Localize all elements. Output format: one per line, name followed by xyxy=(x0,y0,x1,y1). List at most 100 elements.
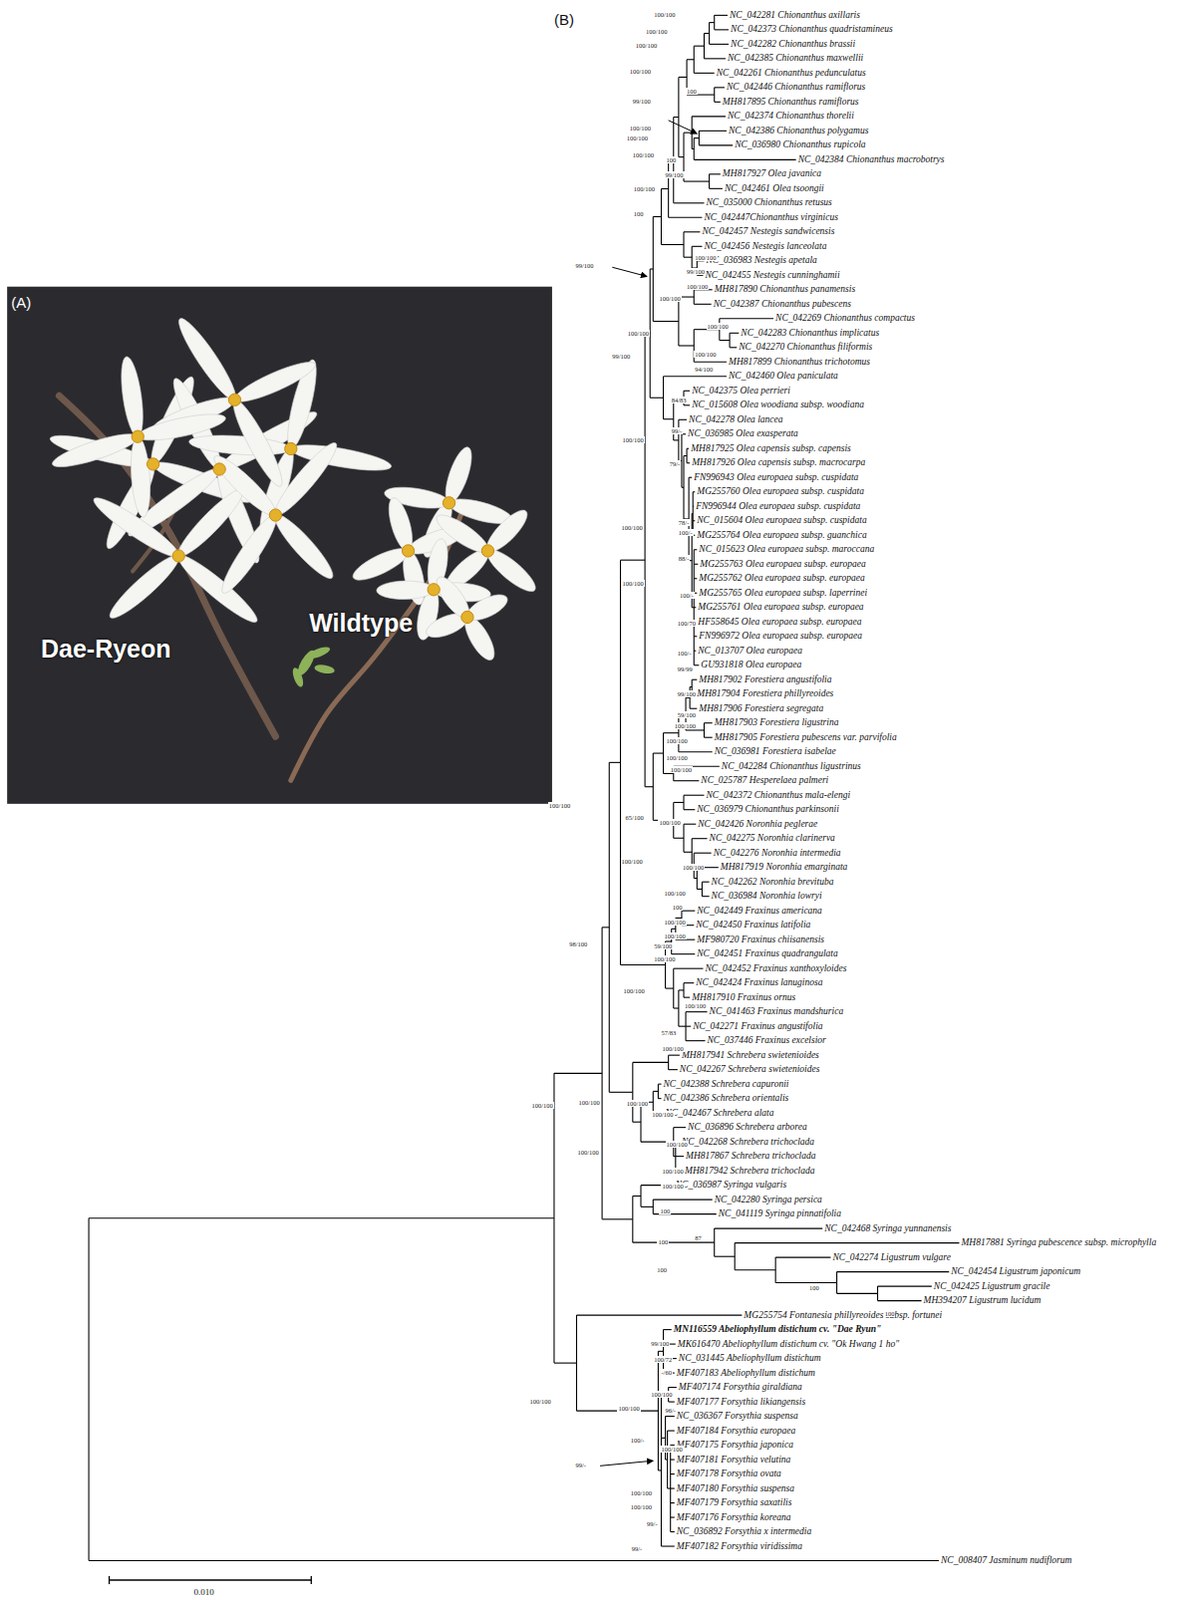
taxon-label: NC_042446 Chionanthus ramiflorus xyxy=(726,81,866,93)
taxon-label: NC_042284 Chionanthus ligustrinus xyxy=(721,761,862,773)
taxon-label: NC_042274 Ligustrum vulgare xyxy=(832,1252,950,1264)
tree xyxy=(88,14,959,1561)
flower-center xyxy=(285,442,298,455)
branch xyxy=(673,1127,686,1129)
taxon-label: NC_042269 Chionanthus compactus xyxy=(775,312,915,324)
taxon-label: NC_041119 Syringa pinnatifolia xyxy=(718,1208,842,1220)
branch xyxy=(673,968,704,970)
scale-bar xyxy=(310,1576,312,1585)
branch xyxy=(683,852,692,854)
taxon-label: NC_042282 Chionanthus brassii xyxy=(730,38,856,50)
branch xyxy=(576,1315,742,1317)
support-value: 100/100 xyxy=(649,1391,673,1399)
taxon-label: MF407174 Forsythia giraldiana xyxy=(678,1382,803,1394)
petal xyxy=(440,444,478,507)
branch xyxy=(678,76,687,78)
flower-center xyxy=(461,610,474,623)
branch xyxy=(663,375,727,377)
taxon-label: NC_042278 Olea lancea xyxy=(688,414,783,426)
branch xyxy=(667,1431,675,1433)
taxon-label: NC_042280 Syringa persica xyxy=(714,1195,823,1206)
support-value: 99/- xyxy=(670,427,683,435)
support-value: 100/100 xyxy=(576,1149,599,1157)
support-value: 65/100 xyxy=(624,814,645,822)
support-value: 100/100 xyxy=(657,819,681,827)
taxon-label: NC_042457 Nestegis sandwicensis xyxy=(701,226,835,238)
support-value: 100 xyxy=(884,1310,897,1318)
support-value: 100/100 xyxy=(665,754,689,762)
branch xyxy=(693,303,711,305)
support-value: 100/100 xyxy=(652,955,676,963)
branch xyxy=(691,838,707,840)
branch xyxy=(683,132,692,134)
taxon-label: MF407182 Forsythia viridissima xyxy=(676,1541,803,1553)
branch xyxy=(660,244,684,246)
taxon-label: MH817904 Forestiera phillyreoides xyxy=(696,688,834,700)
branch xyxy=(670,1531,675,1533)
flower-center xyxy=(172,550,185,563)
taxon-label: NC_042426 Noronhia peglerae xyxy=(697,819,818,831)
taxon-label: NC_042267 Schrebera swietenioides xyxy=(679,1064,821,1076)
taxon-label: MH817941 Schrebera swietenioides xyxy=(681,1050,820,1062)
branch xyxy=(678,989,684,991)
branch xyxy=(719,317,774,319)
support-value: 100/100 xyxy=(706,322,730,330)
branch xyxy=(714,14,728,16)
support-value: 100/100 xyxy=(663,932,687,940)
taxon-label: MH817942 Schrebera trichoclada xyxy=(684,1166,816,1178)
branch xyxy=(668,217,703,219)
taxon-label: MF407176 Forsythia koreana xyxy=(676,1512,792,1524)
branch xyxy=(775,1282,837,1284)
petal xyxy=(117,355,148,439)
branch xyxy=(714,1228,824,1230)
taxon-label: NC_042467 Schrebera alata xyxy=(665,1108,775,1120)
branch xyxy=(683,181,710,183)
support-value: 100/100 xyxy=(622,987,646,995)
taxon-label: MG255754 Fontanesia phillyreoides subsp.… xyxy=(743,1310,942,1322)
branch xyxy=(678,1026,686,1028)
twig xyxy=(291,505,465,781)
callout-arrow xyxy=(611,267,647,277)
branch xyxy=(670,1474,675,1476)
branch xyxy=(670,1502,675,1504)
taxon-label: MH817925 Olea capensis subsp. capensis xyxy=(690,443,852,455)
branch xyxy=(668,1387,677,1389)
taxon-label: MF407181 Forsythia velutina xyxy=(676,1455,792,1467)
panel-letter: (A) xyxy=(10,294,31,311)
taxon-label: MH817899 Chionanthus trichotomus xyxy=(728,356,871,368)
support-value: 100 xyxy=(658,1207,671,1215)
branch xyxy=(701,896,709,897)
support-value: 100/100 xyxy=(681,864,705,872)
branch xyxy=(660,188,668,190)
taxon-label: NC_042424 Fraxinus lanuginosa xyxy=(695,977,823,989)
branch xyxy=(670,1460,675,1462)
taxon-label: NC_042388 Schrebera capuronii xyxy=(662,1079,789,1091)
branch xyxy=(719,339,730,341)
branch xyxy=(678,751,713,753)
branch xyxy=(673,802,684,804)
branch xyxy=(685,1040,705,1042)
support-value: 99/100 xyxy=(664,171,685,179)
support-value: 100 xyxy=(685,87,698,95)
branch xyxy=(620,964,666,966)
branch xyxy=(663,773,674,775)
support-value: 98/100 xyxy=(568,940,589,948)
branch xyxy=(734,1269,776,1271)
taxon-label: MH817905 Forestiera pubescens var. parvi… xyxy=(714,732,897,744)
taxon-label: MH817926 Olea capensis subsp. macrocarpa xyxy=(691,457,866,469)
branch xyxy=(673,202,705,204)
taxon-label: NC_042386 Chionanthus polygamus xyxy=(728,125,869,137)
taxon-label: NC_036979 Chionanthus parkinsonii xyxy=(696,804,840,816)
support-value: 100/100 xyxy=(683,1002,707,1010)
branch xyxy=(652,753,663,755)
support-value: 100/72 xyxy=(652,1356,673,1364)
branch xyxy=(685,729,704,731)
branch xyxy=(837,1271,950,1273)
branch xyxy=(554,1073,602,1075)
branch xyxy=(698,130,727,132)
support-value: 100 xyxy=(656,1238,669,1246)
petal xyxy=(188,432,292,459)
support-value: 100/100 xyxy=(659,1446,683,1454)
branch xyxy=(693,159,796,161)
scale-bar xyxy=(108,1576,110,1585)
